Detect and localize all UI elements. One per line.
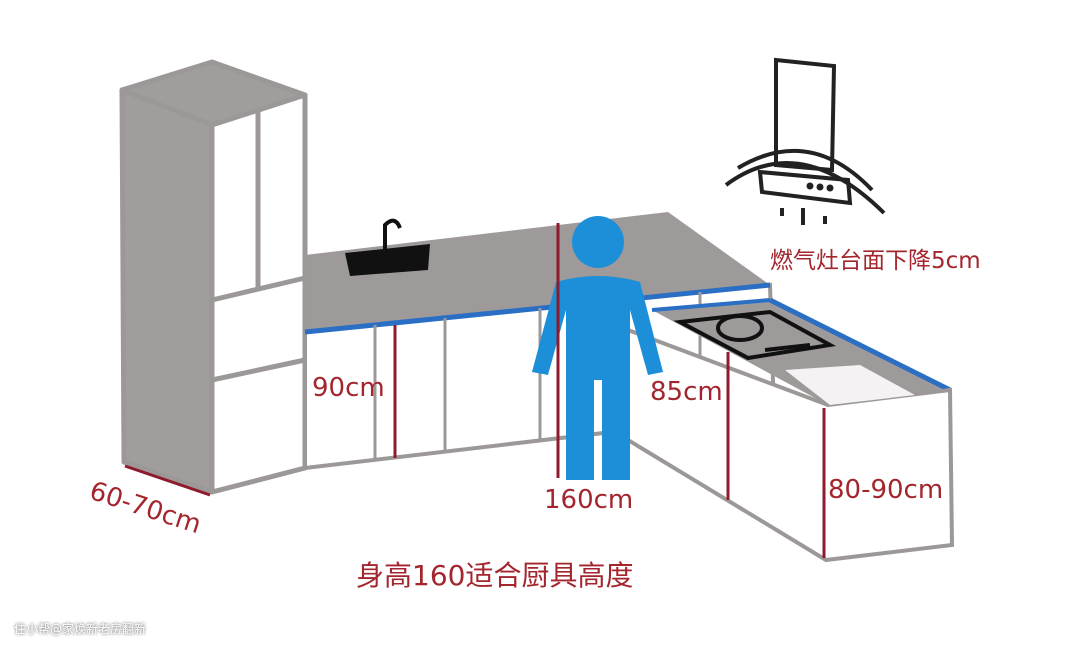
right-counter-height-label: 80-90cm <box>828 475 943 505</box>
person-icon <box>532 216 663 480</box>
caption: 身高160适合厨具高度 <box>356 559 633 592</box>
refrigerator <box>119 59 308 495</box>
person-height-label: 160cm <box>544 485 633 515</box>
sink-counter-height-label: 90cm <box>312 373 385 403</box>
stove-note-label: 燃气灶台面下降5cm <box>770 248 981 274</box>
range-hood-icon <box>724 57 886 225</box>
watermark: 住小帮@家焕新老房翻新 <box>14 622 147 636</box>
sink-basin <box>345 244 430 276</box>
stove-counter-height-label: 85cm <box>650 377 723 407</box>
cutting-board <box>785 365 915 405</box>
gas-stove-icon <box>673 309 837 361</box>
dimension-lines <box>124 223 826 558</box>
stove-counter <box>626 297 955 563</box>
faucet <box>383 218 402 250</box>
